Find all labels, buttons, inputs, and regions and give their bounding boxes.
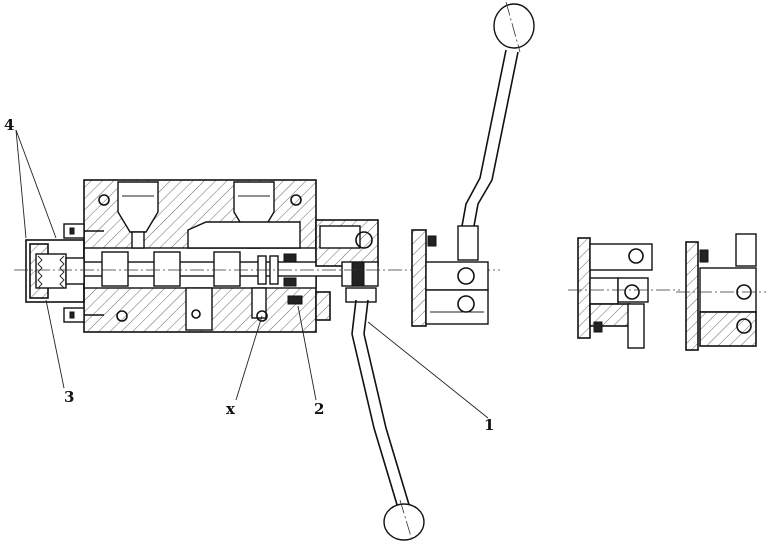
callout-label-4: 4: [4, 116, 14, 134]
callout-label-2: 2: [314, 400, 324, 418]
handle-view-side-a: [568, 237, 680, 349]
handle-view-side-b: [676, 233, 766, 351]
callout-label-1: 1: [484, 416, 494, 434]
callout-label-x: x: [226, 400, 236, 418]
handle-mount: [315, 219, 425, 541]
callout-label-3: 3: [64, 388, 74, 406]
end-cap: [25, 223, 104, 323]
handle-view-upright: [411, 1, 535, 327]
leader-lines: [15, 129, 489, 419]
